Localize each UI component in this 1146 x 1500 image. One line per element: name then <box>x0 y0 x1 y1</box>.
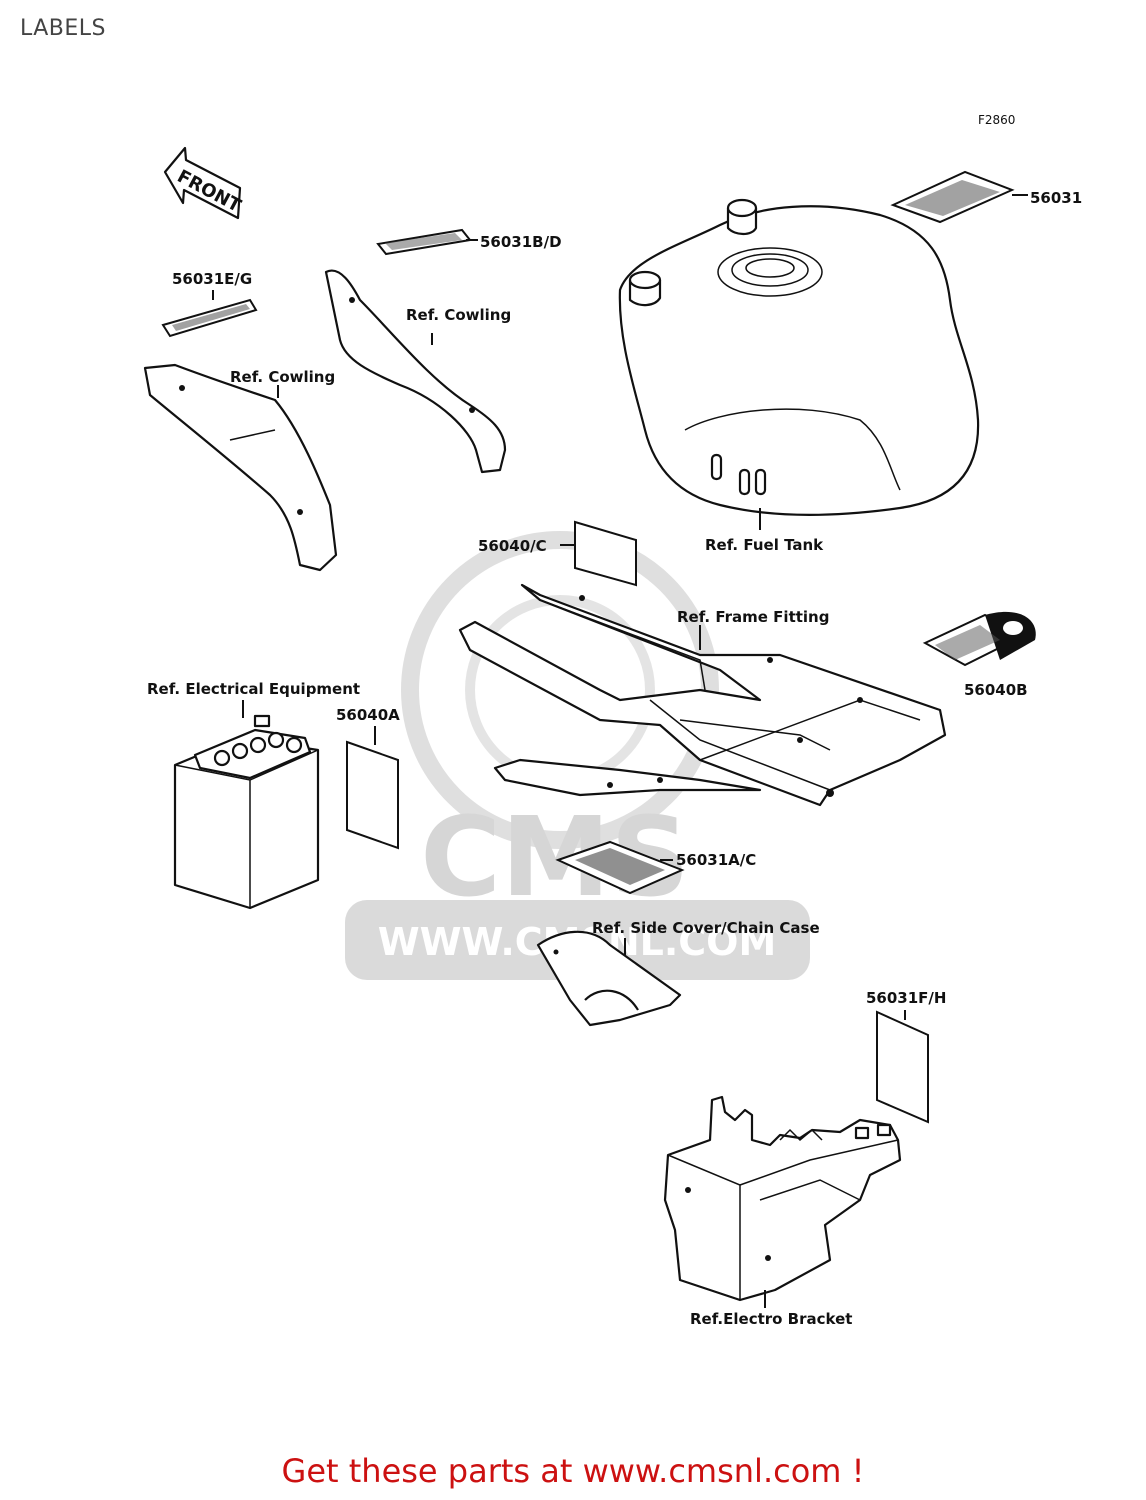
side-cover-chain-case <box>536 930 682 1027</box>
sticker-56031eg <box>161 290 258 338</box>
label-56040b: 56040B <box>964 681 1028 699</box>
footer-link[interactable]: Get these parts at www.cmsnl.com ! <box>281 1452 865 1490</box>
label-frame-fitting: Ref. Frame Fitting <box>677 608 829 626</box>
label-56040c: 56040/C <box>478 537 547 555</box>
label-56031ac: 56031A/C <box>676 851 756 869</box>
sticker-56031ac <box>555 840 685 895</box>
label-fuel-tank: Ref. Fuel Tank <box>705 536 824 554</box>
figure-code: F2860 <box>978 113 1015 127</box>
sticker-56040c <box>560 520 637 587</box>
page-title: LABELS <box>20 16 107 41</box>
battery <box>173 700 320 910</box>
sticker-56040a <box>346 726 399 850</box>
label-56040a: 56040A <box>336 706 400 724</box>
label-56031eg: 56031E/G <box>172 270 252 288</box>
label-electro-bracket: Ref.Electro Bracket <box>690 1310 852 1328</box>
label-side-cover: Ref. Side Cover/Chain Case <box>592 919 820 937</box>
label-cowling-left: Ref. Cowling <box>230 368 335 386</box>
sticker-56031bd <box>376 228 478 256</box>
label-electrical-equipment: Ref. Electrical Equipment <box>147 680 360 698</box>
sticker-56031 <box>890 170 1028 224</box>
label-56031fh: 56031F/H <box>866 989 946 1007</box>
sticker-56040b <box>922 611 1036 667</box>
label-56031: 56031 <box>1030 189 1082 207</box>
sticker-56031fh <box>876 1010 929 1124</box>
frame-fitting <box>458 583 947 807</box>
cowling-bracket-left <box>143 363 338 572</box>
label-cowling-right: Ref. Cowling <box>406 306 511 324</box>
fuel-tank <box>618 198 980 530</box>
front-arrow-icon: FRONT <box>163 146 245 220</box>
electro-bracket <box>663 1095 902 1308</box>
cowling-bracket-right <box>324 269 507 474</box>
label-56031bd: 56031B/D <box>480 233 562 251</box>
